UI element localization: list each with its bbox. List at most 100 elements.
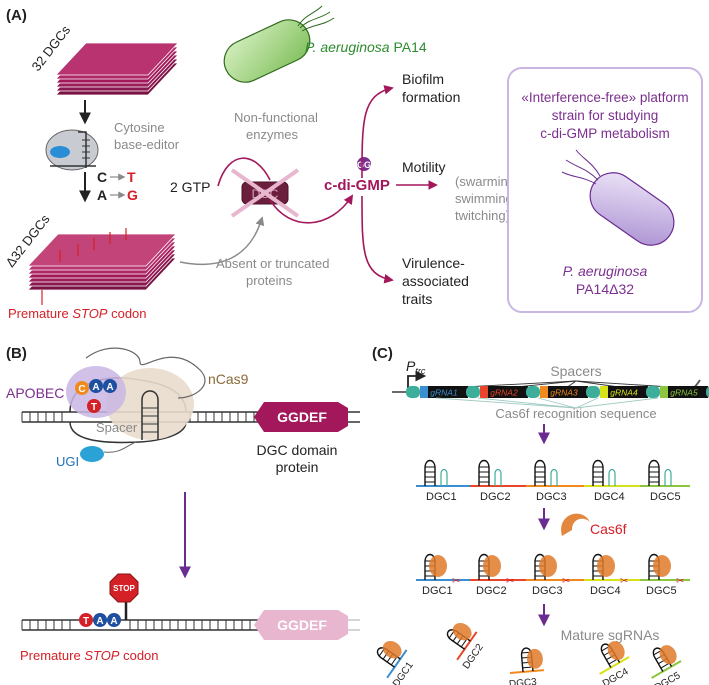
nt2-a1-circle: [93, 613, 107, 627]
grna-color-tag: [480, 386, 488, 398]
dna-strand-b-bottom: [21, 619, 360, 631]
ggdef-arrow-truncated: [254, 610, 348, 640]
platform-text-2: strain for studying: [552, 108, 659, 123]
conv2-to: G: [127, 187, 138, 203]
grna-label: gRNA2: [490, 388, 518, 398]
dgc-protein-label-1: DGC domain: [257, 442, 338, 458]
grna-label: gRNA1: [430, 388, 458, 398]
dgc-protein-label-2: protein: [276, 459, 319, 475]
dna-bubble-bottom: [69, 421, 187, 444]
arrow-to-cdigmp: [269, 194, 354, 224]
grna-block: [660, 386, 708, 398]
nt-a2: A: [106, 382, 113, 393]
cas6f-bound: [597, 555, 615, 577]
mature-dgc-label: DGC3: [509, 677, 538, 685]
gg-badge-circle: [357, 157, 371, 171]
stop-sign-icon: [109, 573, 139, 603]
cas6f-bound: [429, 555, 447, 577]
cas6f-bound: [653, 555, 671, 577]
grna-block: [600, 386, 648, 398]
scissors-icon: ✂: [620, 576, 628, 587]
cas6f-icon: [561, 513, 590, 536]
sgrna-loop: [85, 347, 206, 399]
platform-text-1: «Interference-free» platform: [521, 90, 688, 105]
panel-b-label: (B): [6, 345, 27, 362]
row2-dgc-label: DGC4: [590, 585, 621, 597]
row1-dgc-label: DGC2: [480, 491, 511, 503]
row1-dgc-label: DGC5: [650, 491, 681, 503]
spacer-label: Spacer: [96, 420, 138, 435]
grna-label: gRNA3: [550, 388, 578, 398]
biofilm-label-2: formation: [402, 89, 460, 105]
ptrc-label: Ptrc: [406, 358, 426, 376]
nonfunc-label-1: Non-functional: [234, 110, 318, 125]
recognition-block: [406, 386, 420, 398]
recognition-block: [706, 386, 709, 398]
grna-label: gRNA5: [670, 388, 698, 398]
nt-c-circle: [75, 381, 89, 395]
nt-c: C: [78, 384, 85, 395]
ncas9-blob: [106, 368, 194, 440]
cas6f-bound: [483, 555, 501, 577]
ggdef-arrow-full: [254, 402, 348, 432]
delta-dgc-stack: [27, 228, 177, 305]
dgc-stack-top: [55, 42, 179, 96]
stop-sign-text: STOP: [113, 584, 135, 593]
cross-line-2: [230, 168, 300, 218]
scissors-icon: ✂: [562, 576, 570, 587]
nt2-t-circle: [79, 613, 93, 627]
nonfunc-label-2: enzymes: [246, 127, 299, 142]
nt-a1-circle: [89, 379, 103, 393]
row1-dgc-label: DGC1: [426, 491, 457, 503]
nt-a1: A: [92, 382, 99, 393]
cas6f-recognition-label: Cas6f recognition sequence: [495, 406, 656, 421]
row2-dgc-label: DGC3: [532, 585, 563, 597]
virulence-label-2: associated: [402, 273, 469, 289]
conv1-to: T: [127, 169, 136, 185]
nt-a2-circle: [103, 379, 117, 393]
grna-color-tag: [540, 386, 548, 398]
grna-color-tag: [660, 386, 668, 398]
cas6f-label: Cas6f: [590, 521, 627, 537]
recognition-block: [646, 386, 660, 398]
bacterium-purple-icon: [561, 149, 675, 246]
grna-color-tag: [420, 386, 428, 398]
absent-label-1: Absent or truncated: [216, 256, 329, 271]
base-editor-label-2: base-editor: [114, 137, 180, 152]
ggdef-label: GGDEF: [277, 409, 327, 425]
motility-label: Motility: [402, 159, 446, 175]
absent-label-2: proteins: [246, 273, 293, 288]
row2-dgc-label: DGC2: [476, 585, 507, 597]
spacers-label: Spacers: [550, 363, 601, 379]
dgc-enzyme-box: DGC: [230, 168, 300, 218]
mature-dgc-label: DGC2: [461, 642, 486, 671]
virulence-label-1: Virulence-: [402, 255, 465, 271]
gtp-label: 2 GTP: [170, 179, 210, 195]
motility-detail-2: swimming,: [455, 191, 516, 206]
motility-detail-3: twitching): [455, 208, 510, 223]
nt-t-circle: [87, 399, 101, 413]
panel-c-label: (C): [372, 345, 393, 362]
row1-hairpin: [648, 459, 672, 486]
scissors-icon: ✂: [452, 576, 460, 587]
motility-detail-1: (swarming,: [455, 174, 519, 189]
premature-stop-a: Premature STOP codon: [8, 306, 147, 321]
conv1-from: C: [97, 169, 107, 185]
conv2-from: A: [97, 187, 107, 203]
row1-hairpin: [424, 459, 448, 486]
scissors-icon: ✂: [676, 576, 684, 587]
mature-label: Mature sgRNAs: [561, 627, 660, 643]
row1-hairpin: [534, 459, 558, 486]
base-editor-icon: [45, 129, 99, 171]
mature-sgrna: DGC4: [599, 641, 631, 685]
recognition-block: [526, 386, 540, 398]
row1-dgc-label: DGC4: [594, 491, 625, 503]
panel-a-label: (A): [6, 7, 27, 24]
scissors-icon: ✂: [506, 576, 514, 587]
cdigmp-label: c-di-GMP: [324, 177, 390, 194]
organism-label: P. aeruginosa PA14: [305, 39, 427, 55]
